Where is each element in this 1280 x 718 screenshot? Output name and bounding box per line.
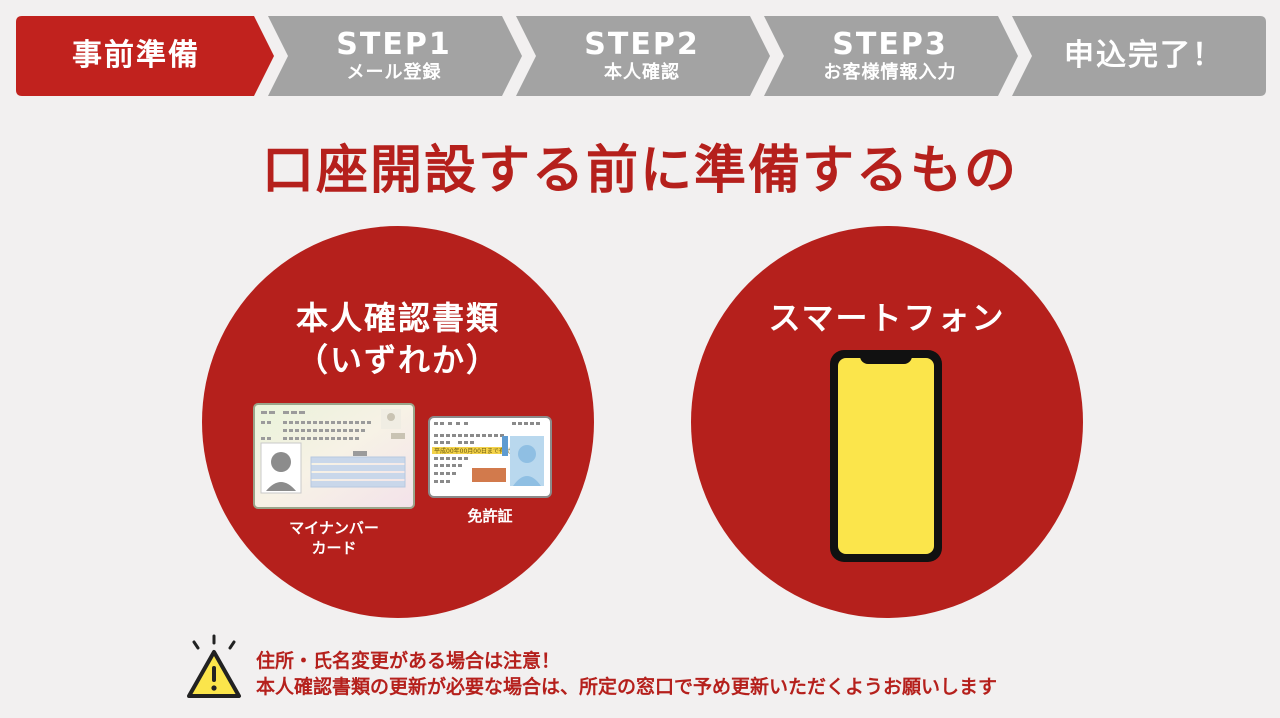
smartphone-icon <box>830 350 942 562</box>
id-documents-title: 本人確認書類 <box>295 299 500 337</box>
step-3-subtitle: お客様情報入力 <box>823 62 957 83</box>
step-3-title: STEP3 <box>832 27 948 62</box>
step-prep-label: 事前準備 <box>72 38 200 73</box>
step-shape-3 <box>764 16 1018 96</box>
notice-line-2: 本人確認書類の更新が必要な場合は、所定の窓口で予め更新いただくようお願いします <box>256 676 998 698</box>
step-bar-shapes <box>16 16 1266 96</box>
step-3: STEP3 お客様情報入力 <box>774 16 1006 96</box>
smartphone-notch <box>860 350 912 364</box>
step-complete: 申込完了！ <box>1026 16 1262 96</box>
step-shape-1 <box>268 16 522 96</box>
step-progress-bar: 事前準備 STEP1 メール登録 STEP2 本人確認 STEP3 お客様情報入… <box>16 16 1266 96</box>
smartphone-title: スマートフォン <box>768 299 1006 337</box>
id-documents-circle: 本人確認書類 （いずれか） <box>202 226 594 618</box>
mynumber-card-label-2: カード <box>311 539 357 557</box>
notice-line-1: 住所・氏名変更がある場合は注意！ <box>256 650 561 672</box>
step-shape-complete <box>1012 16 1266 96</box>
drivers-license-label: 免許証 <box>467 507 513 525</box>
warning-icon <box>187 634 241 698</box>
step-1-subtitle: メール登録 <box>346 62 442 83</box>
smartphone-screen <box>838 358 934 554</box>
drivers-license-icon: 平成00年00月00日まで有効 <box>428 416 552 498</box>
license-validity-text: 平成00年00月00日まで有効 <box>434 447 511 455</box>
id-documents-subtitle: （いずれか） <box>295 341 500 379</box>
mynumber-card-graphic <box>253 403 415 509</box>
page-title: 口座開設する前に準備するもの <box>261 141 1018 201</box>
step-complete-label: 申込完了！ <box>1064 38 1224 73</box>
step-shape-2 <box>516 16 770 96</box>
step-1: STEP1 メール登録 <box>278 16 510 96</box>
step-shape-prep <box>16 16 274 96</box>
smartphone-circle: スマートフォン <box>691 226 1083 618</box>
drivers-license-graphic: 平成00年00月00日まで有効 <box>428 416 552 498</box>
step-2-subtitle: 本人確認 <box>604 62 680 83</box>
step-prep: 事前準備 <box>16 16 256 96</box>
mynumber-card-label-1: マイナンバー <box>289 519 379 537</box>
step-1-title: STEP1 <box>336 27 452 62</box>
step-2-title: STEP2 <box>584 27 700 62</box>
mynumber-card-icon <box>253 403 415 509</box>
step-2: STEP2 本人確認 <box>526 16 758 96</box>
notice-box: 住所・氏名変更がある場合は注意！ 本人確認書類の更新が必要な場合は、所定の窓口で… <box>184 634 1184 704</box>
